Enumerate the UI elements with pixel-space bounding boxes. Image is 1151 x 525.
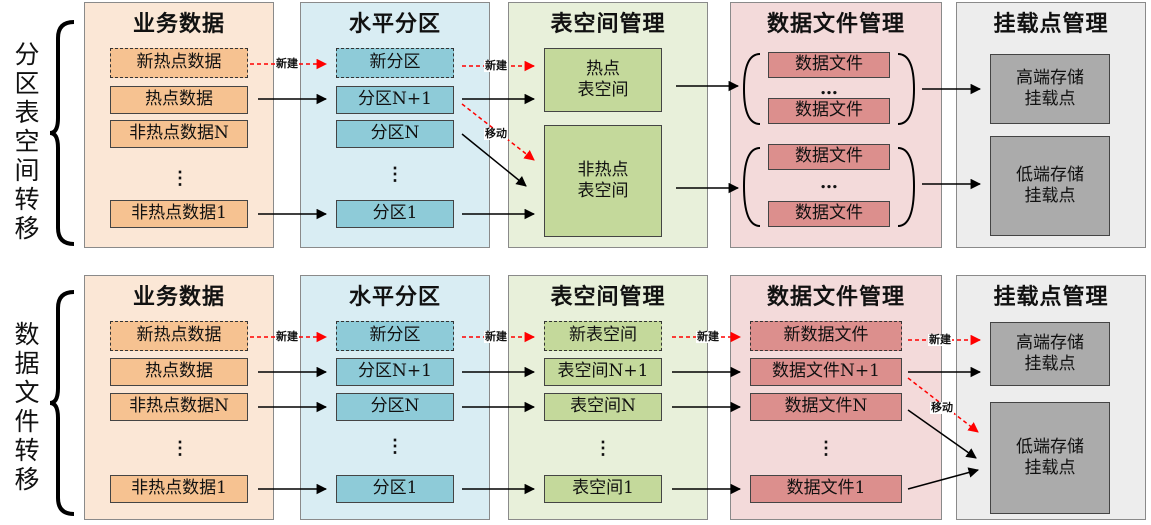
s1-mount-low: 低端存储 挂载点	[990, 136, 1110, 236]
s2-tablespace-n1: 表空间N+1	[544, 358, 662, 386]
s1-tag-move: 移动	[484, 127, 508, 140]
section2-col-tablespace-title: 表空间管理	[550, 284, 666, 310]
s2-business-ellipsis: ⋮	[171, 438, 189, 459]
s2-business-cold-n: 非热点数据N	[110, 393, 248, 421]
section2-col-mount-title: 挂载点管理	[993, 284, 1109, 310]
section1-col-tablespace-title: 表空间管理	[550, 11, 666, 37]
s1-tag-new-1: 新建	[275, 57, 299, 70]
s1-datafile-g1-ellipsis: …	[820, 78, 838, 99]
s1-tablespace-hot: 热点 表空间	[544, 48, 662, 112]
s1-partition-n1: 分区N+1	[336, 86, 454, 114]
s2-tag-new-2: 新建	[484, 330, 508, 343]
section1-col-business-title: 业务数据	[132, 11, 225, 37]
s2-partition-n1: 分区N+1	[336, 358, 454, 386]
section1-col-datafile-title: 数据文件管理	[766, 11, 905, 37]
s1-datafile-g1-b: 数据文件	[768, 98, 890, 124]
s2-datafile-new: 新数据文件	[750, 321, 902, 351]
s2-partition-n: 分区N	[336, 393, 454, 421]
s1-business-new-hot: 新热点数据	[110, 48, 248, 78]
s1-datafile-g2-a: 数据文件	[768, 144, 890, 170]
s2-tablespace-1: 表空间1	[544, 475, 662, 503]
s1-business-ellipsis: ⋮	[171, 168, 189, 189]
s2-tablespace-new: 新表空间	[544, 321, 662, 351]
s1-mount-high: 高端存储 挂载点	[990, 54, 1110, 124]
section2-side-label: 数据文件转移	[14, 320, 40, 494]
s2-business-new-hot: 新热点数据	[110, 321, 248, 351]
s2-partition-1: 分区1	[336, 475, 454, 503]
section1-col-partition-title: 水平分区	[348, 11, 441, 37]
s2-tablespace-ellipsis: ⋮	[594, 438, 612, 459]
s1-datafile-g1-a: 数据文件	[768, 52, 890, 78]
s1-partition-ellipsis: ⋮	[386, 164, 404, 185]
s2-tag-new-4: 新建	[928, 333, 952, 346]
s1-datafile-g2-b: 数据文件	[768, 201, 890, 227]
section1-brace	[49, 20, 75, 246]
s2-business-hot: 热点数据	[110, 358, 248, 386]
section2-col-partition-title: 水平分区	[348, 284, 441, 310]
s1-partition-new: 新分区	[336, 48, 454, 78]
s2-partition-new: 新分区	[336, 321, 454, 351]
section1-col-mount-title: 挂载点管理	[993, 11, 1109, 37]
s2-partition-ellipsis: ⋮	[386, 436, 404, 457]
section1-side-label: 分区表空间转移	[14, 40, 40, 243]
s1-business-hot: 热点数据	[110, 86, 248, 114]
section2-brace	[49, 290, 75, 516]
s1-partition-n: 分区N	[336, 120, 454, 148]
s1-datafile-g2-ellipsis: …	[820, 172, 838, 193]
s2-datafile-1: 数据文件1	[750, 475, 902, 503]
s1-tablespace-cold: 非热点 表空间	[544, 125, 662, 237]
s1-business-cold-n: 非热点数据N	[110, 120, 248, 148]
s1-business-cold-1: 非热点数据1	[110, 200, 248, 228]
s2-datafile-n1: 数据文件N+1	[750, 358, 902, 386]
s2-tag-new-1: 新建	[275, 330, 299, 343]
s2-mount-low: 低端存储 挂载点	[990, 402, 1110, 514]
s2-tag-new-3: 新建	[696, 330, 720, 343]
s2-datafile-ellipsis: ⋮	[817, 438, 835, 459]
s1-partition-1: 分区1	[336, 200, 454, 228]
s2-business-cold-1: 非热点数据1	[110, 475, 248, 503]
section2-col-business-title: 业务数据	[132, 284, 225, 310]
s2-tag-move: 移动	[930, 401, 954, 414]
s2-mount-high: 高端存储 挂载点	[990, 322, 1110, 386]
s2-datafile-n: 数据文件N	[750, 393, 902, 421]
s2-tablespace-n: 表空间N	[544, 393, 662, 421]
s1-tag-new-2: 新建	[484, 59, 508, 72]
section2-col-datafile-title: 数据文件管理	[766, 284, 905, 310]
